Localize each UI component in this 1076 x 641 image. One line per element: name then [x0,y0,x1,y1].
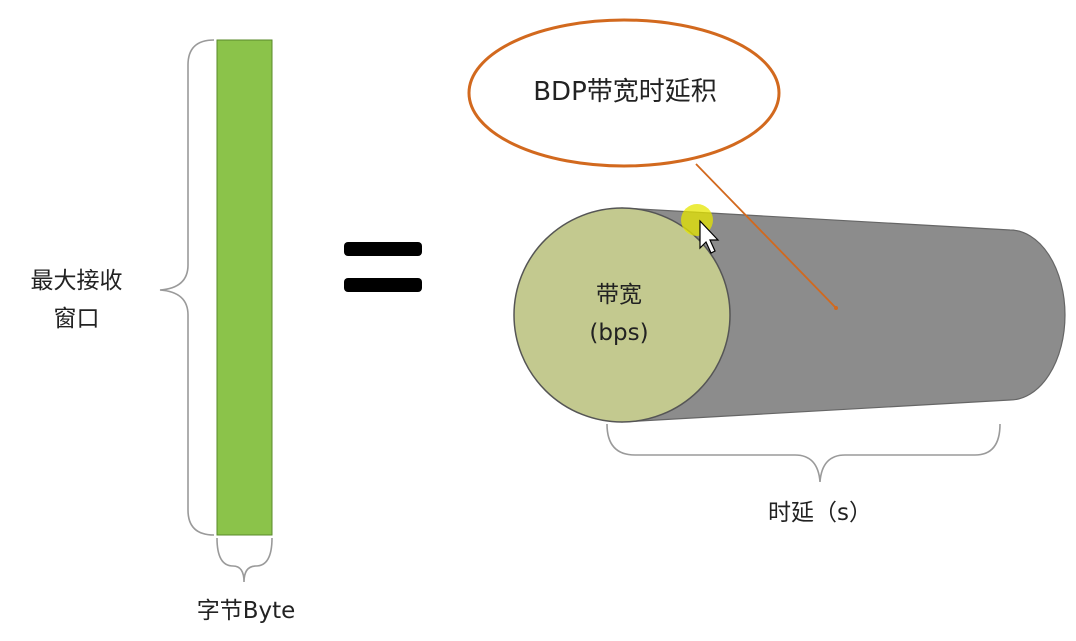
callout-text: BDP带宽时延积 [533,77,717,107]
callout-ellipse [467,18,781,168]
callout-pointer-line [695,163,837,309]
left-brace [159,39,215,536]
left-label-line2: 窗口 [53,306,100,332]
left-label: 最大接收 窗口 [14,262,139,338]
bandwidth-circle [513,207,731,423]
pipe-bottom-brace [606,423,1001,483]
pipe-body [621,207,1066,423]
mouse-pointer-icon [699,219,720,254]
receive-window-bar [216,39,273,536]
equals-sign-bottom [344,278,422,292]
equals-sign-top [344,242,422,256]
circle-label-line1: 带宽 [596,282,642,308]
circle-label-line2: (bps) [589,320,649,346]
bar-bottom-label: 字节Byte [196,598,296,624]
callout-pointer-dot [834,306,838,310]
circle-label: 带宽 (bps) [554,276,684,352]
left-label-line1: 最大接收 [30,268,123,294]
bar-bottom-brace [216,537,273,583]
pipe-bottom-label: 时延（s） [768,500,872,526]
